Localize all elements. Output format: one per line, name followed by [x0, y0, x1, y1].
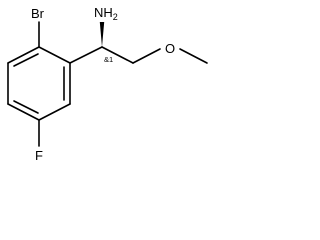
bromine-label: Br [31, 6, 45, 21]
bond-ch2-o [132, 48, 161, 64]
bond-o-ch3 [179, 48, 208, 64]
wedge-bond-cstar-n [99, 22, 105, 47]
molecule-structure: Br NH2 O F &1 [7, 5, 208, 163]
ring-bond-c6-c1 [7, 46, 40, 64]
bond-c2-cstar [69, 46, 103, 64]
benzene-ring [7, 46, 71, 121]
fluorine-label: F [35, 148, 43, 163]
ring-double-bond-c6-c1 [13, 53, 39, 67]
oxygen-label: O [165, 41, 175, 56]
ring-bond-c4-c5 [7, 103, 40, 121]
ring-bond-c3-c4 [38, 103, 71, 121]
stereo-label: &1 [104, 55, 113, 64]
amine-label: NH2 [94, 5, 118, 22]
ring-double-bond-c4-c5 [13, 100, 39, 114]
ring-bond-c1-c2 [38, 46, 71, 64]
bond-cstar-ch2 [101, 46, 134, 64]
